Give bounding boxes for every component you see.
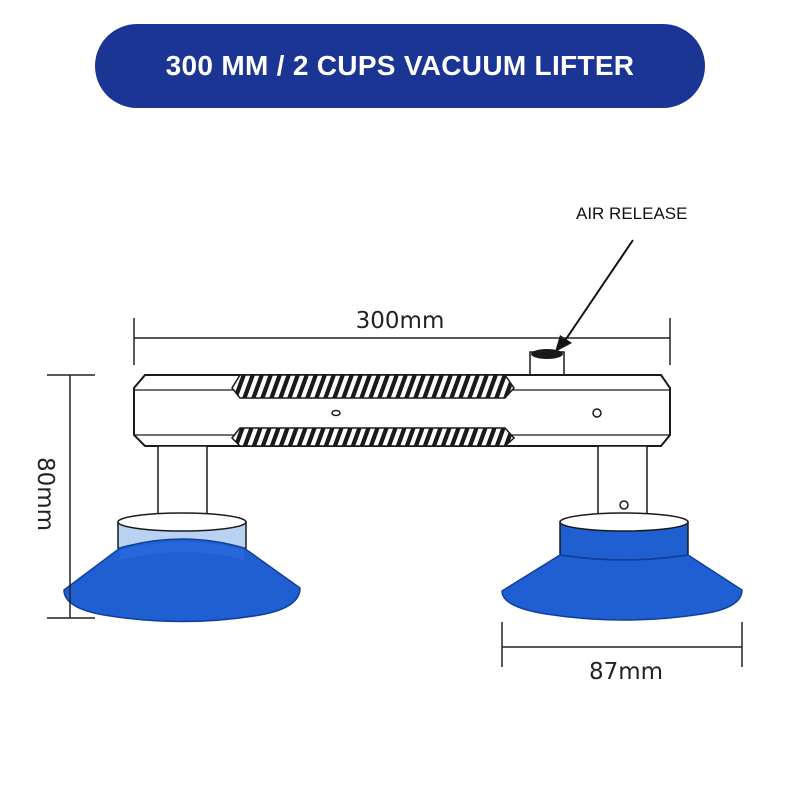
air-release-arrowhead [555, 335, 572, 352]
left-cup-shade [120, 542, 244, 560]
left-cup-collar-top [117, 512, 247, 532]
left-post [157, 445, 208, 521]
air-release-label: AIR RELEASE [576, 204, 688, 223]
grip-lower [230, 427, 516, 447]
right-cup-collar-top [559, 512, 689, 532]
title-banner: 300 MM / 2 CUPS VACUUM LIFTER [95, 24, 705, 108]
left-suction-cup [63, 538, 301, 623]
air-release-knob-top [531, 349, 563, 359]
page-title: 300 MM / 2 CUPS VACUUM LIFTER [165, 50, 635, 81]
right-suction-cup [501, 554, 743, 621]
bar-screw-center [331, 409, 341, 417]
grip-upper [231, 374, 515, 399]
length-label: 300mm [356, 308, 445, 334]
right-post-screw [619, 500, 629, 510]
cup-diameter-label: 87mm [589, 659, 663, 685]
air-release-leader [561, 239, 634, 346]
height-label: 80mm [32, 457, 58, 531]
bar-screw-right [592, 408, 602, 418]
